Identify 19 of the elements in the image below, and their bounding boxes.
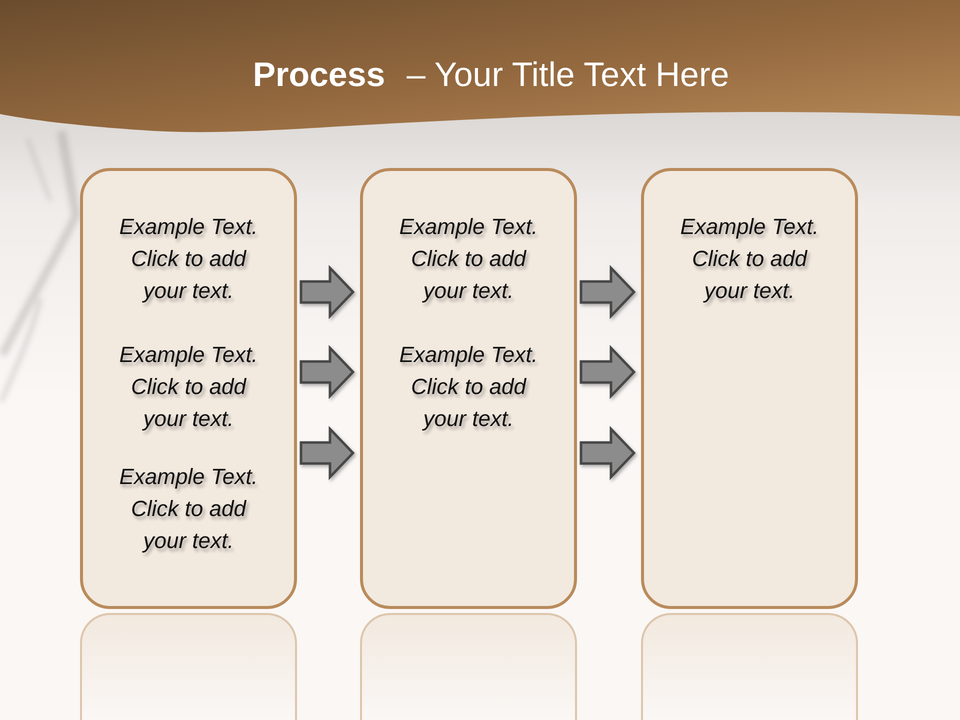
block-arrow <box>300 344 355 400</box>
process-box <box>641 168 858 609</box>
placeholder-text: Example Text. Click to add your text. <box>398 213 539 305</box>
box-reflection <box>80 613 297 720</box>
process-box <box>80 168 297 609</box>
box-reflection <box>641 613 858 720</box>
placeholder-text: Example Text. Click to add your text. <box>118 341 259 433</box>
block-arrow <box>580 426 636 480</box>
placeholder-text: Example Text. Click to add your text. <box>679 213 820 305</box>
block-arrow <box>580 344 636 400</box>
placeholder-text: Example Text. Click to add your text. <box>118 463 259 555</box>
box-reflection <box>360 613 577 720</box>
block-arrow <box>300 426 355 480</box>
block-arrow <box>300 264 355 320</box>
block-arrow <box>580 264 636 320</box>
placeholder-text: Example Text. Click to add your text. <box>118 213 259 305</box>
placeholder-text: Example Text. Click to add your text. <box>398 341 539 433</box>
slide-title: Process – Your Title Text Here <box>252 56 730 94</box>
process-box <box>360 168 577 609</box>
